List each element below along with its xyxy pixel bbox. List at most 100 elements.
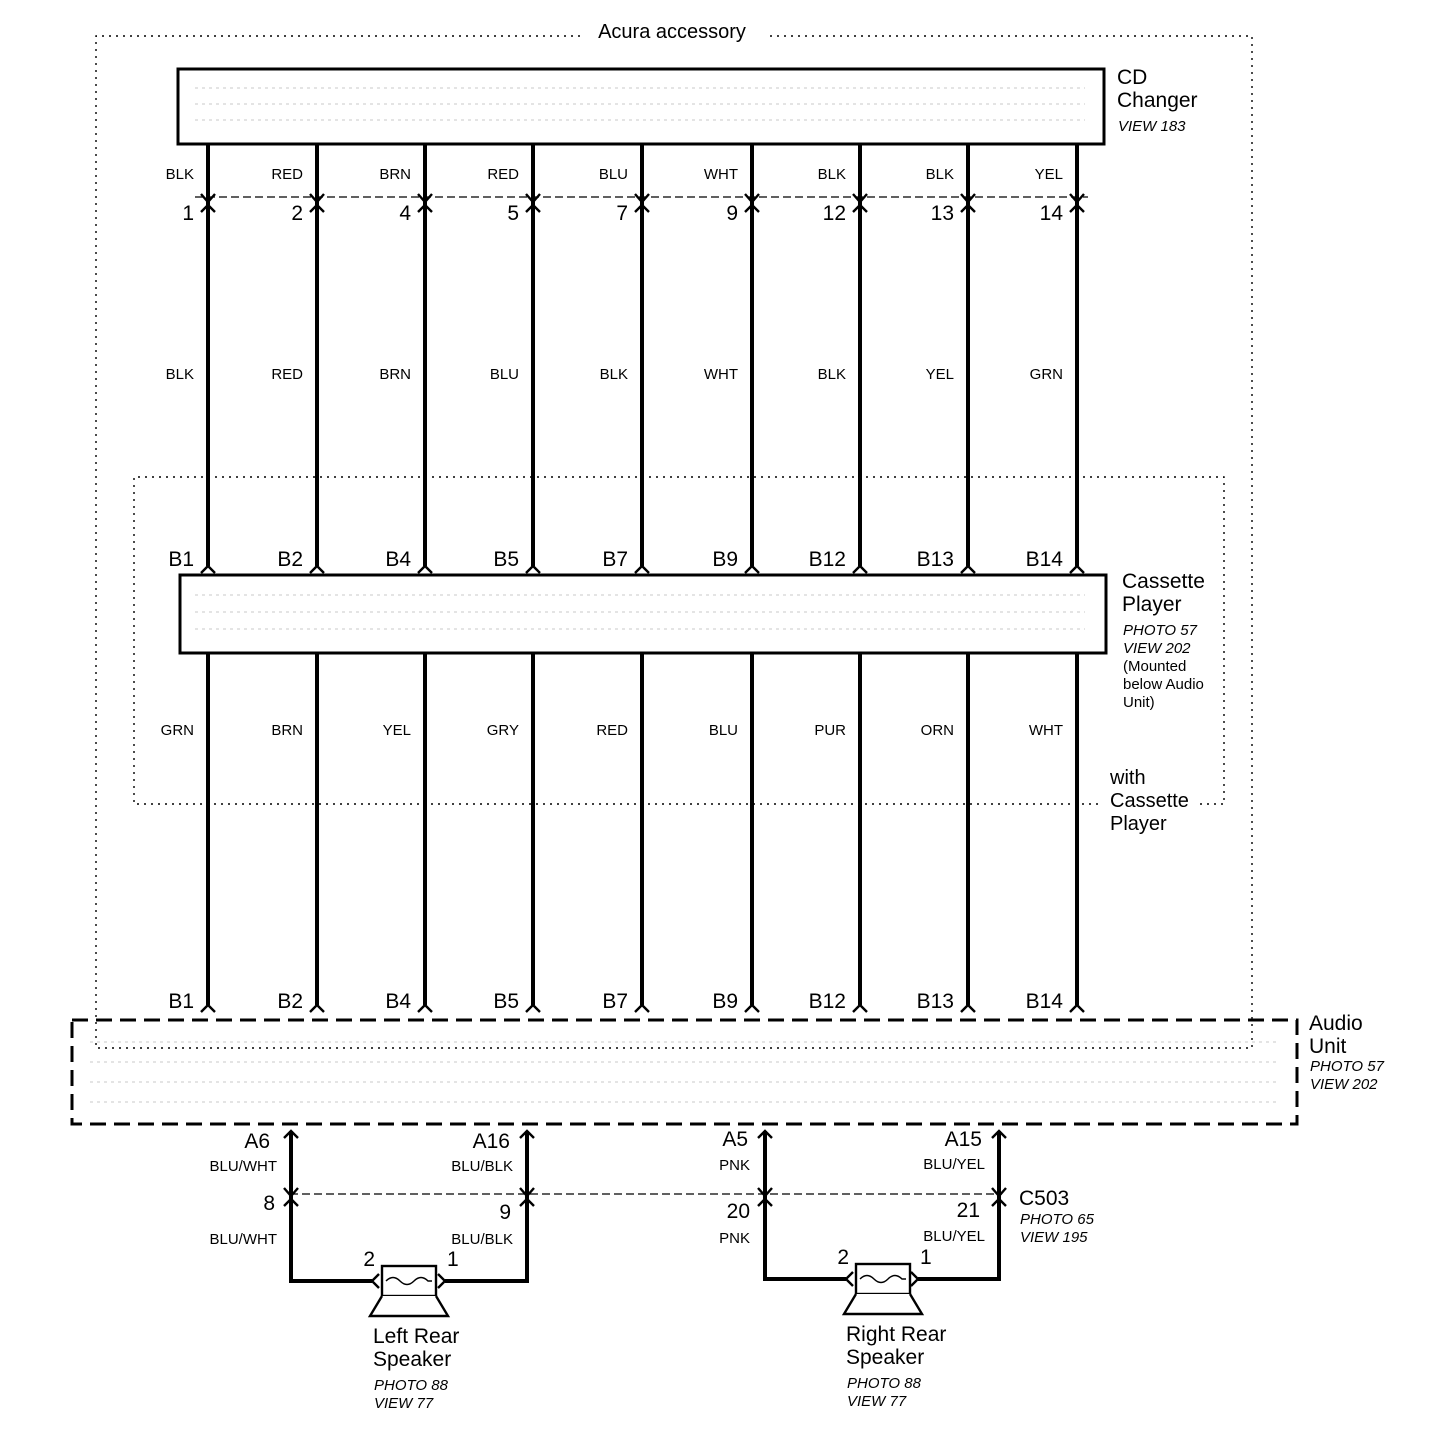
left-speaker-title-1: Left Rear (373, 1325, 459, 1348)
cassette-terminal-B2 (309, 564, 325, 574)
wire-color-cd-2: RED (271, 366, 303, 383)
cassette-terminal-B14 (1069, 564, 1085, 574)
cd-internal-color-5: RED (487, 166, 519, 183)
cd-terminal-1 (200, 193, 216, 213)
cassette-pin-B7: B7 (602, 548, 628, 571)
with-cassette-line1: with (1109, 767, 1146, 789)
wire-color-cassette-B7: RED (596, 722, 628, 739)
audio-unit-pin-a15: A15 (945, 1128, 982, 1151)
cd-terminal-13 (960, 193, 976, 213)
right-speaker-view: VIEW 77 (847, 1393, 907, 1410)
cd-internal-color-2: RED (271, 166, 303, 183)
audio-unit-view: VIEW 202 (1310, 1076, 1378, 1093)
audio-terminal-B2 (309, 1003, 325, 1013)
audio-unit-title-1: Audio (1309, 1012, 1363, 1035)
wire-color-cassette-B13: ORN (921, 722, 954, 739)
audio-pin-B14: B14 (1026, 990, 1064, 1013)
cd-pin-9: 9 (726, 202, 738, 225)
audio-pin-B12: B12 (809, 990, 846, 1013)
right-speaker-coil-icon (859, 1274, 906, 1284)
wire-color-cassette-B2: BRN (271, 722, 303, 739)
cd-changer: CD Changer VIEW 183 (176, 66, 1198, 146)
cd-pin-2: 2 (291, 202, 303, 225)
cd-pin-13: 13 (931, 202, 954, 225)
audio-unit: Audio Unit PHOTO 57 VIEW 202 (70, 1012, 1385, 1126)
cd-internal-color-9: WHT (704, 166, 738, 183)
cd-pin-1: 1 (182, 202, 194, 225)
audio-terminal-B12 (852, 1003, 868, 1013)
left-speaker-coil-icon (385, 1276, 432, 1286)
audio-unit-title-2: Unit (1309, 1035, 1347, 1058)
cassette-pin-B13: B13 (917, 548, 954, 571)
accessory-label: Acura accessory (598, 21, 746, 43)
cassette-option-boundary: with Cassette Player (133, 476, 1225, 835)
wire-color-cd-7: BLK (600, 366, 628, 383)
audio-unit-pin-a6: A6 (244, 1130, 270, 1153)
right-rear-speaker: 2 1 Right Rear Speaker PHOTO 88 VIEW 77 (837, 1246, 946, 1410)
c503-pin-9: 9 (499, 1201, 511, 1224)
wire-color-8: BLU/WHT (210, 1231, 278, 1248)
audio-terminal-B14 (1069, 1003, 1085, 1013)
cd-internal-color-14: YEL (1035, 166, 1063, 183)
wire-a6-left (289, 1131, 372, 1283)
left-speaker-terminals (370, 1273, 447, 1289)
audio-terminal-B9 (744, 1003, 760, 1013)
cd-internal-color-13: BLK (926, 166, 954, 183)
audio-pin-B4: B4 (385, 990, 411, 1013)
cd-changer-view: VIEW 183 (1118, 118, 1186, 135)
audio-unit-pin-a16: A16 (473, 1130, 510, 1153)
cassette-pin-B12: B12 (809, 548, 846, 571)
left-speaker-cone-icon (367, 1295, 451, 1318)
wire-color-cd-14: GRN (1030, 366, 1063, 383)
wire-color-a16: BLU/BLK (451, 1158, 513, 1175)
cassette-pin-B5: B5 (493, 548, 519, 571)
wire-color-cd-13: YEL (926, 366, 954, 383)
wire-color-cassette-B4: YEL (383, 722, 411, 739)
right-speaker-photo: PHOTO 88 (847, 1375, 922, 1392)
cassette-terminal-B12 (852, 564, 868, 574)
audio-unit-pin-a5: A5 (722, 1128, 748, 1151)
wire-color-a5: PNK (719, 1157, 750, 1174)
cassette-terminal-B4 (417, 564, 433, 574)
wire-a5-right (763, 1131, 846, 1281)
cd-terminal-2 (309, 193, 325, 213)
wire-color-21: BLU/YEL (923, 1228, 985, 1245)
cd-changer-title-1: CD (1117, 66, 1147, 89)
wire-color-cassette-B14: WHT (1029, 722, 1063, 739)
cassette-terminal-B7 (634, 564, 650, 574)
cd-terminal-4 (417, 193, 433, 213)
cd-pin-4: 4 (399, 202, 411, 225)
c503-pin-20: 20 (727, 1200, 750, 1223)
c503-terminal-8 (283, 1187, 299, 1207)
c503-pin-21: 21 (957, 1199, 980, 1222)
audio-pin-B9: B9 (712, 990, 738, 1013)
cd-pin-12: 12 (823, 202, 846, 225)
right-speaker-pin-1: 1 (920, 1246, 932, 1269)
wire-harness: BLK1BLKB1GRNB1RED2REDB2BRNB2BRN4BRNB4YEL… (161, 144, 1085, 1013)
audio-pin-B2: B2 (277, 990, 303, 1013)
left-speaker-pin-1: 1 (447, 1248, 459, 1271)
cassette-pin-B1: B1 (168, 548, 194, 571)
cassette-terminal-B9 (744, 564, 760, 574)
left-speaker-view: VIEW 77 (374, 1395, 434, 1412)
cassette-player-note-3: Unit) (1123, 694, 1155, 711)
c503-pin-8: 8 (263, 1192, 275, 1215)
audio-terminal-B13 (960, 1003, 976, 1013)
left-speaker-pin-2: 2 (363, 1248, 375, 1271)
cd-internal-color-4: BRN (379, 166, 411, 183)
with-cassette-line2: Cassette (1110, 790, 1189, 812)
cd-terminal-14 (1069, 193, 1085, 213)
left-speaker-photo: PHOTO 88 (374, 1377, 449, 1394)
cd-pin-5: 5 (507, 202, 519, 225)
c503-terminal-21 (991, 1187, 1007, 1207)
wire-color-cd-9: WHT (704, 366, 738, 383)
cd-changer-box (176, 67, 1106, 146)
cassette-player-note-2: below Audio (1123, 676, 1204, 693)
wire-color-cassette-B1: GRN (161, 722, 194, 739)
left-speaker-title-2: Speaker (373, 1348, 451, 1371)
cd-internal-color-12: BLK (818, 166, 846, 183)
cd-terminal-5 (525, 193, 541, 213)
audio-pin-B7: B7 (602, 990, 628, 1013)
c503-view: VIEW 195 (1020, 1229, 1088, 1246)
cassette-player: Cassette Player PHOTO 57 VIEW 202 (Mount… (178, 570, 1205, 711)
